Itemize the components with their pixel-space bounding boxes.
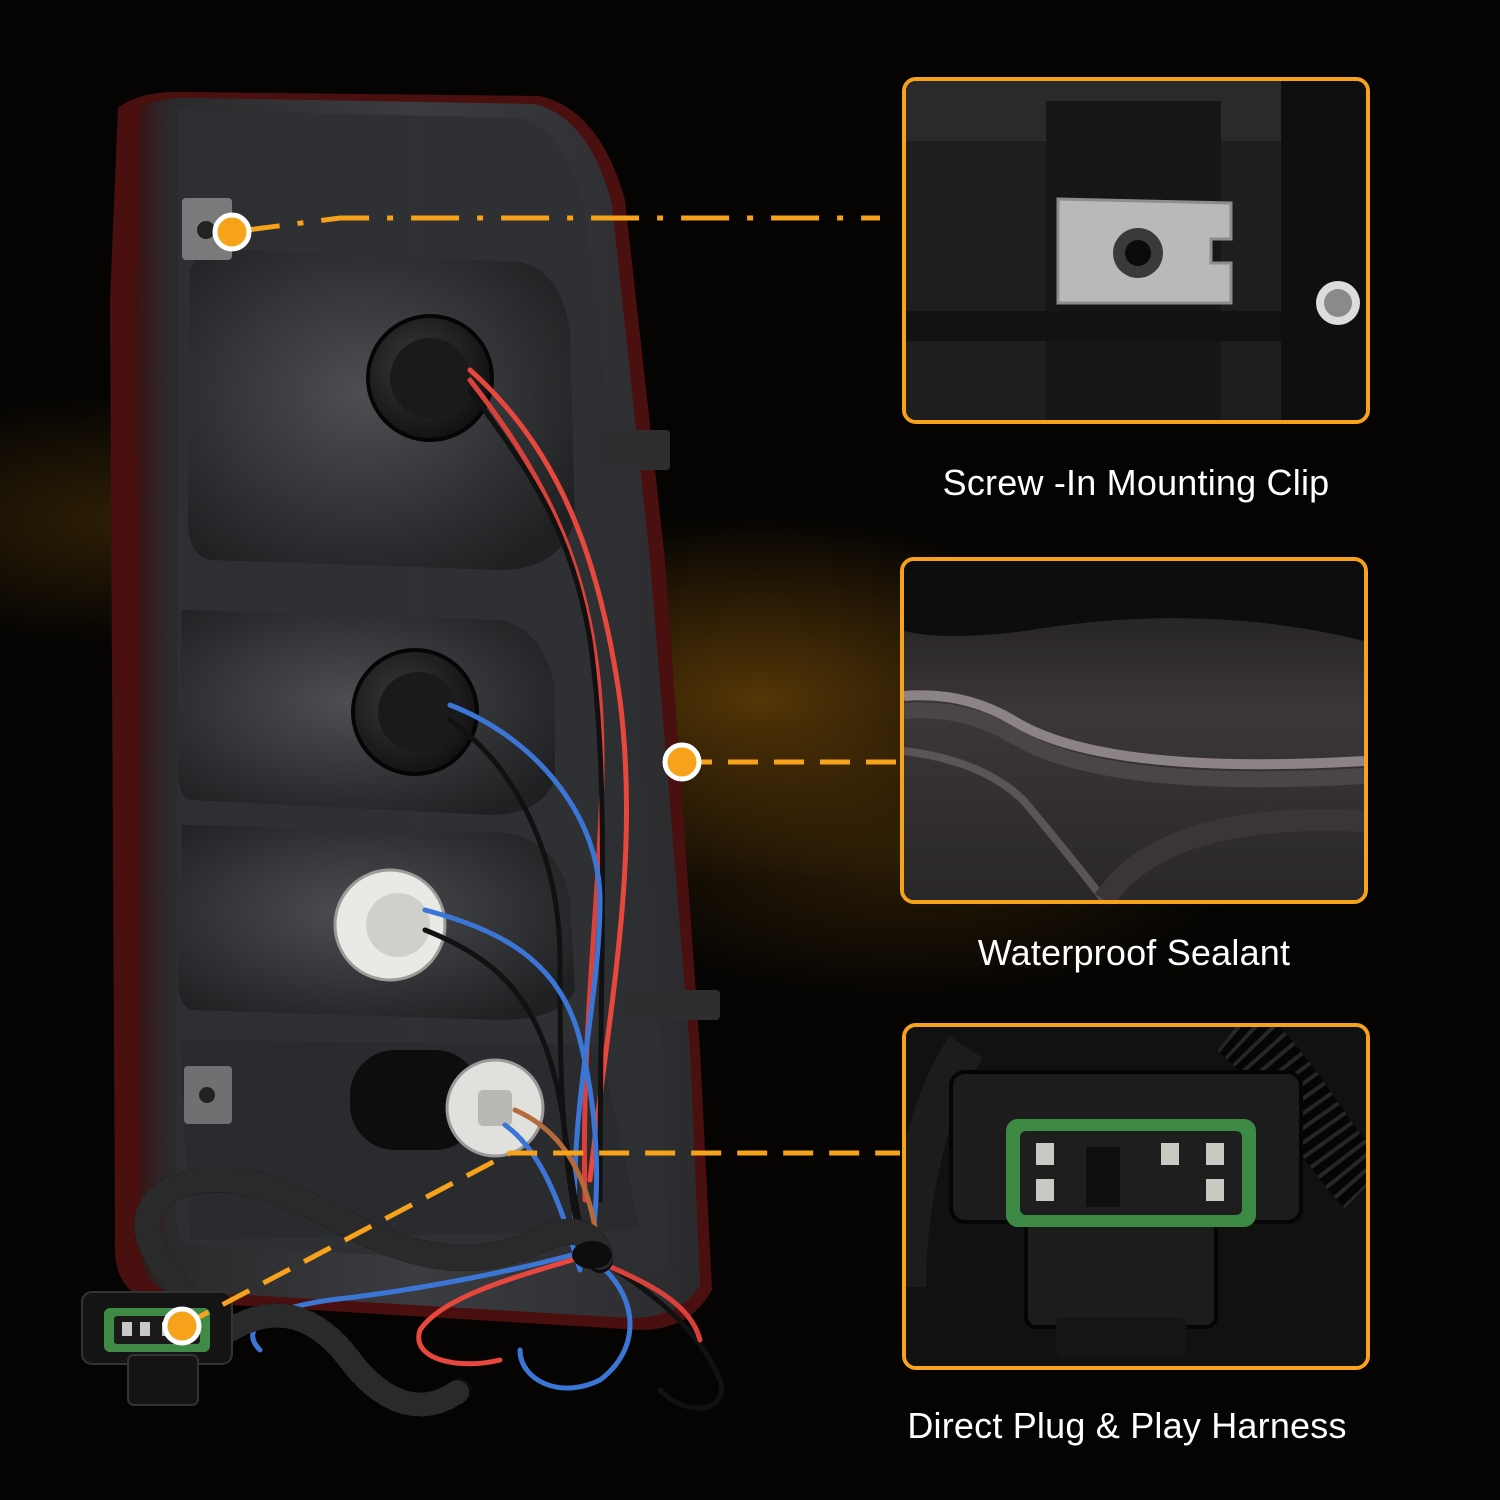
detail-panel-waterproof-sealant (900, 557, 1368, 904)
mounting-clip-closeup (906, 81, 1366, 420)
socket-4-barrel (350, 1050, 480, 1150)
detail-panel-plug-harness (902, 1023, 1370, 1370)
detail-panel-mounting-clip (902, 77, 1370, 424)
harness-connector-closeup (906, 1027, 1366, 1366)
waterproof-sealant-closeup (904, 561, 1364, 900)
label-waterproof-sealant: Waterproof Sealant (977, 932, 1291, 973)
marker-plug-harness (162, 1306, 202, 1346)
callout-markers (162, 212, 702, 1346)
callout-line-mounting-clip (231, 215, 880, 235)
marker-waterproof-sealant (662, 742, 702, 782)
harness-connector-small (81, 1291, 233, 1406)
label-mounting-clip: Screw -In Mounting Clip (942, 462, 1330, 503)
marker-mounting-clip (212, 212, 252, 252)
label-plug-harness: Direct Plug & Play Harness (907, 1405, 1347, 1446)
callout-line-plug-harness (180, 1150, 900, 1329)
